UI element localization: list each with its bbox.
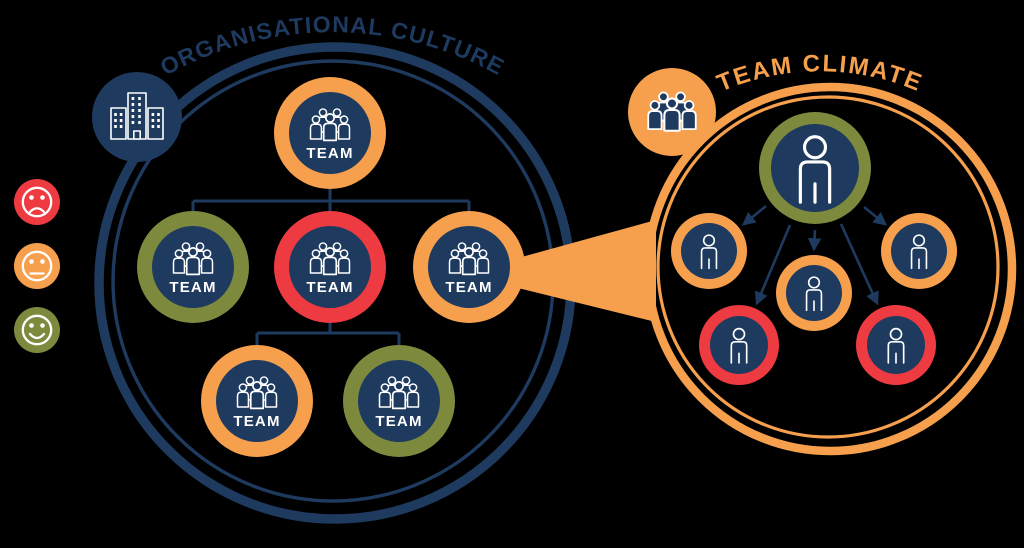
team-node-mid-left: TEAM: [137, 211, 249, 323]
member-node-center: [776, 255, 852, 331]
member-inner: [681, 223, 737, 279]
team-climate-diagram: TEAM CLIMATE: [628, 50, 1017, 456]
member-node-right: [881, 213, 957, 289]
team-node-bottom-left: TEAM: [201, 345, 313, 457]
member-node-bottom-right: [856, 305, 936, 385]
member-node-bottom-left: [699, 305, 779, 385]
org-chart-lines-level1: [191, 189, 471, 211]
org-chart-lines-level2: [255, 323, 401, 345]
team-label: TEAM: [169, 279, 216, 296]
member-inner: [710, 316, 768, 374]
mood-scale: [14, 179, 60, 353]
team-label: TEAM: [306, 279, 353, 296]
team-label: TEAM: [233, 413, 280, 430]
member-node-left: [671, 213, 747, 289]
sad-face-icon: [14, 179, 60, 225]
team-node-mid-center: TEAM: [274, 211, 386, 323]
member-inner: [867, 316, 925, 374]
leader-member-arrows: [741, 204, 888, 306]
happy-face-icon: [14, 307, 60, 353]
neutral-face-icon: [14, 243, 60, 289]
team-label: TEAM: [375, 413, 422, 430]
organisational-culture-diagram: ORGANISATIONAL CULTURE TEAM TEAM TE: [92, 11, 576, 524]
team-node-mid-right: TEAM: [413, 211, 525, 323]
team-climate-inner-ring: [656, 95, 1000, 439]
team-node-bottom-right: TEAM: [343, 345, 455, 457]
team-label: TEAM: [306, 145, 353, 162]
member-inner: [891, 223, 947, 279]
team-badge: [628, 68, 716, 156]
zoom-connector-beam: [518, 220, 656, 322]
team-climate-outer-ring: [643, 82, 1017, 456]
team-label: TEAM: [445, 279, 492, 296]
leader-inner: [771, 124, 859, 212]
organisation-badge: [92, 72, 182, 162]
team-node-top: TEAM: [274, 77, 386, 189]
leader-node: [759, 112, 871, 224]
member-inner: [786, 265, 842, 321]
